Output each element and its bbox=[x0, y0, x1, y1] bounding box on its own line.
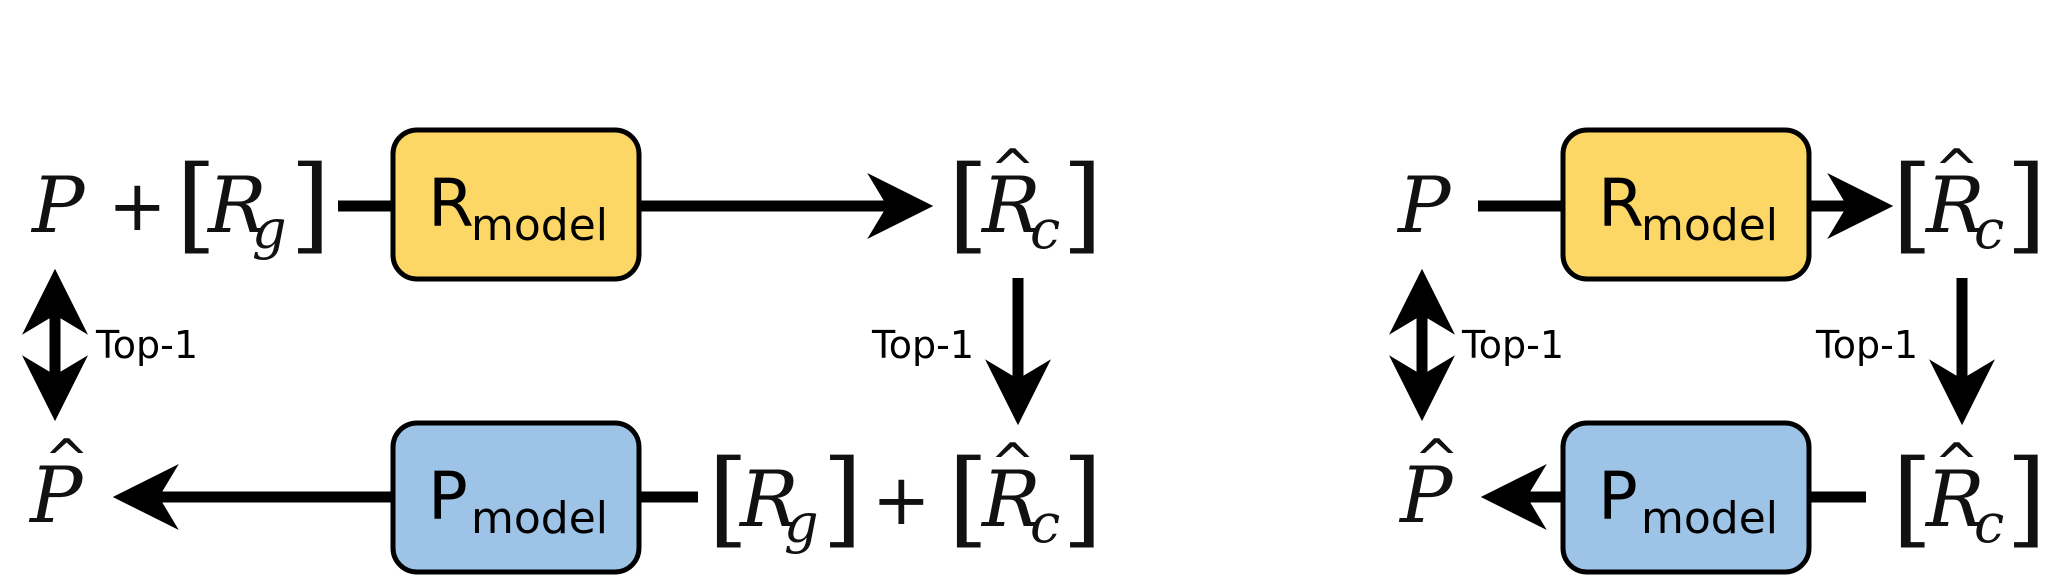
right-input-P: P bbox=[1396, 161, 1452, 251]
left-diagram: P + [ R g ] R model [ R ^ c ] Top-1 Top-… bbox=[22, 127, 1103, 575]
right-Rc2-symbol: R bbox=[1924, 455, 1985, 545]
left-plus-1: + bbox=[108, 165, 167, 247]
left-rmodel-sub: model bbox=[471, 200, 608, 251]
right-pmodel-sub: model bbox=[1641, 493, 1778, 544]
right-output-P: P bbox=[1398, 451, 1454, 541]
left-top1-right-label: Top-1 bbox=[871, 323, 974, 367]
left-Rg2-subscript: g bbox=[784, 492, 819, 555]
right-rmodel-sub: model bbox=[1641, 200, 1778, 251]
right-output-P-hat: ^ bbox=[1414, 428, 1459, 491]
left-bracket-close-3: ] bbox=[822, 437, 863, 559]
left-rmodel-label: R bbox=[428, 165, 474, 242]
right-Rc-subscript: c bbox=[1974, 198, 2004, 261]
right-Rc2-subscript: c bbox=[1974, 492, 2004, 555]
left-output-P: P bbox=[28, 451, 84, 541]
left-input-P: P bbox=[30, 161, 86, 251]
right-pmodel-label: P bbox=[1598, 458, 1638, 535]
right-rmodel-label: R bbox=[1598, 165, 1644, 242]
left-bracket-close-2: ] bbox=[1062, 143, 1103, 265]
left-Rc2-subscript: c bbox=[1030, 492, 1060, 555]
right-top1-left-label: Top-1 bbox=[1461, 323, 1564, 367]
left-pmodel-label: P bbox=[428, 458, 468, 535]
left-pmodel-box bbox=[390, 420, 642, 575]
left-bracket-close-1: ] bbox=[290, 143, 331, 265]
right-bracket-close-2: ] bbox=[2006, 437, 2047, 559]
left-bracket-close-4: ] bbox=[1062, 437, 1103, 559]
right-Rc-symbol: R bbox=[1924, 161, 1985, 251]
left-Rc2-hat: ^ bbox=[990, 432, 1035, 495]
right-rmodel-box bbox=[1560, 127, 1812, 282]
left-bracket-open-2: [ bbox=[948, 143, 989, 265]
right-bracket-open-1: [ bbox=[1892, 143, 1933, 265]
left-top1-left-label: Top-1 bbox=[95, 323, 198, 367]
left-pmodel-sub: model bbox=[471, 493, 608, 544]
left-plus-2: + bbox=[872, 459, 931, 541]
right-pmodel-box bbox=[1560, 420, 1812, 575]
left-output-P-hat: ^ bbox=[44, 428, 89, 491]
right-Rc-hat: ^ bbox=[1934, 138, 1979, 201]
left-bracket-open-1: [ bbox=[176, 143, 217, 265]
left-bracket-open-3: [ bbox=[708, 437, 749, 559]
right-bracket-open-2: [ bbox=[1892, 437, 1933, 559]
left-rmodel-box bbox=[390, 127, 642, 282]
left-Rc-subscript: c bbox=[1030, 198, 1060, 261]
right-top1-right-label: Top-1 bbox=[1815, 323, 1918, 367]
left-Rc-symbol: R bbox=[980, 161, 1041, 251]
left-Rg2-symbol: R bbox=[738, 455, 799, 545]
left-Rc-hat: ^ bbox=[990, 138, 1035, 201]
left-Rg-subscript: g bbox=[252, 198, 287, 261]
right-bracket-close-1: ] bbox=[2006, 143, 2047, 265]
left-bracket-open-4: [ bbox=[948, 437, 989, 559]
left-Rc2-symbol: R bbox=[980, 455, 1041, 545]
left-Rg-symbol: R bbox=[206, 161, 267, 251]
right-Rc2-hat: ^ bbox=[1934, 432, 1979, 495]
right-diagram: P R model [ R ^ c ] Top-1 Top-1 P ^ P mo… bbox=[1389, 127, 2047, 575]
